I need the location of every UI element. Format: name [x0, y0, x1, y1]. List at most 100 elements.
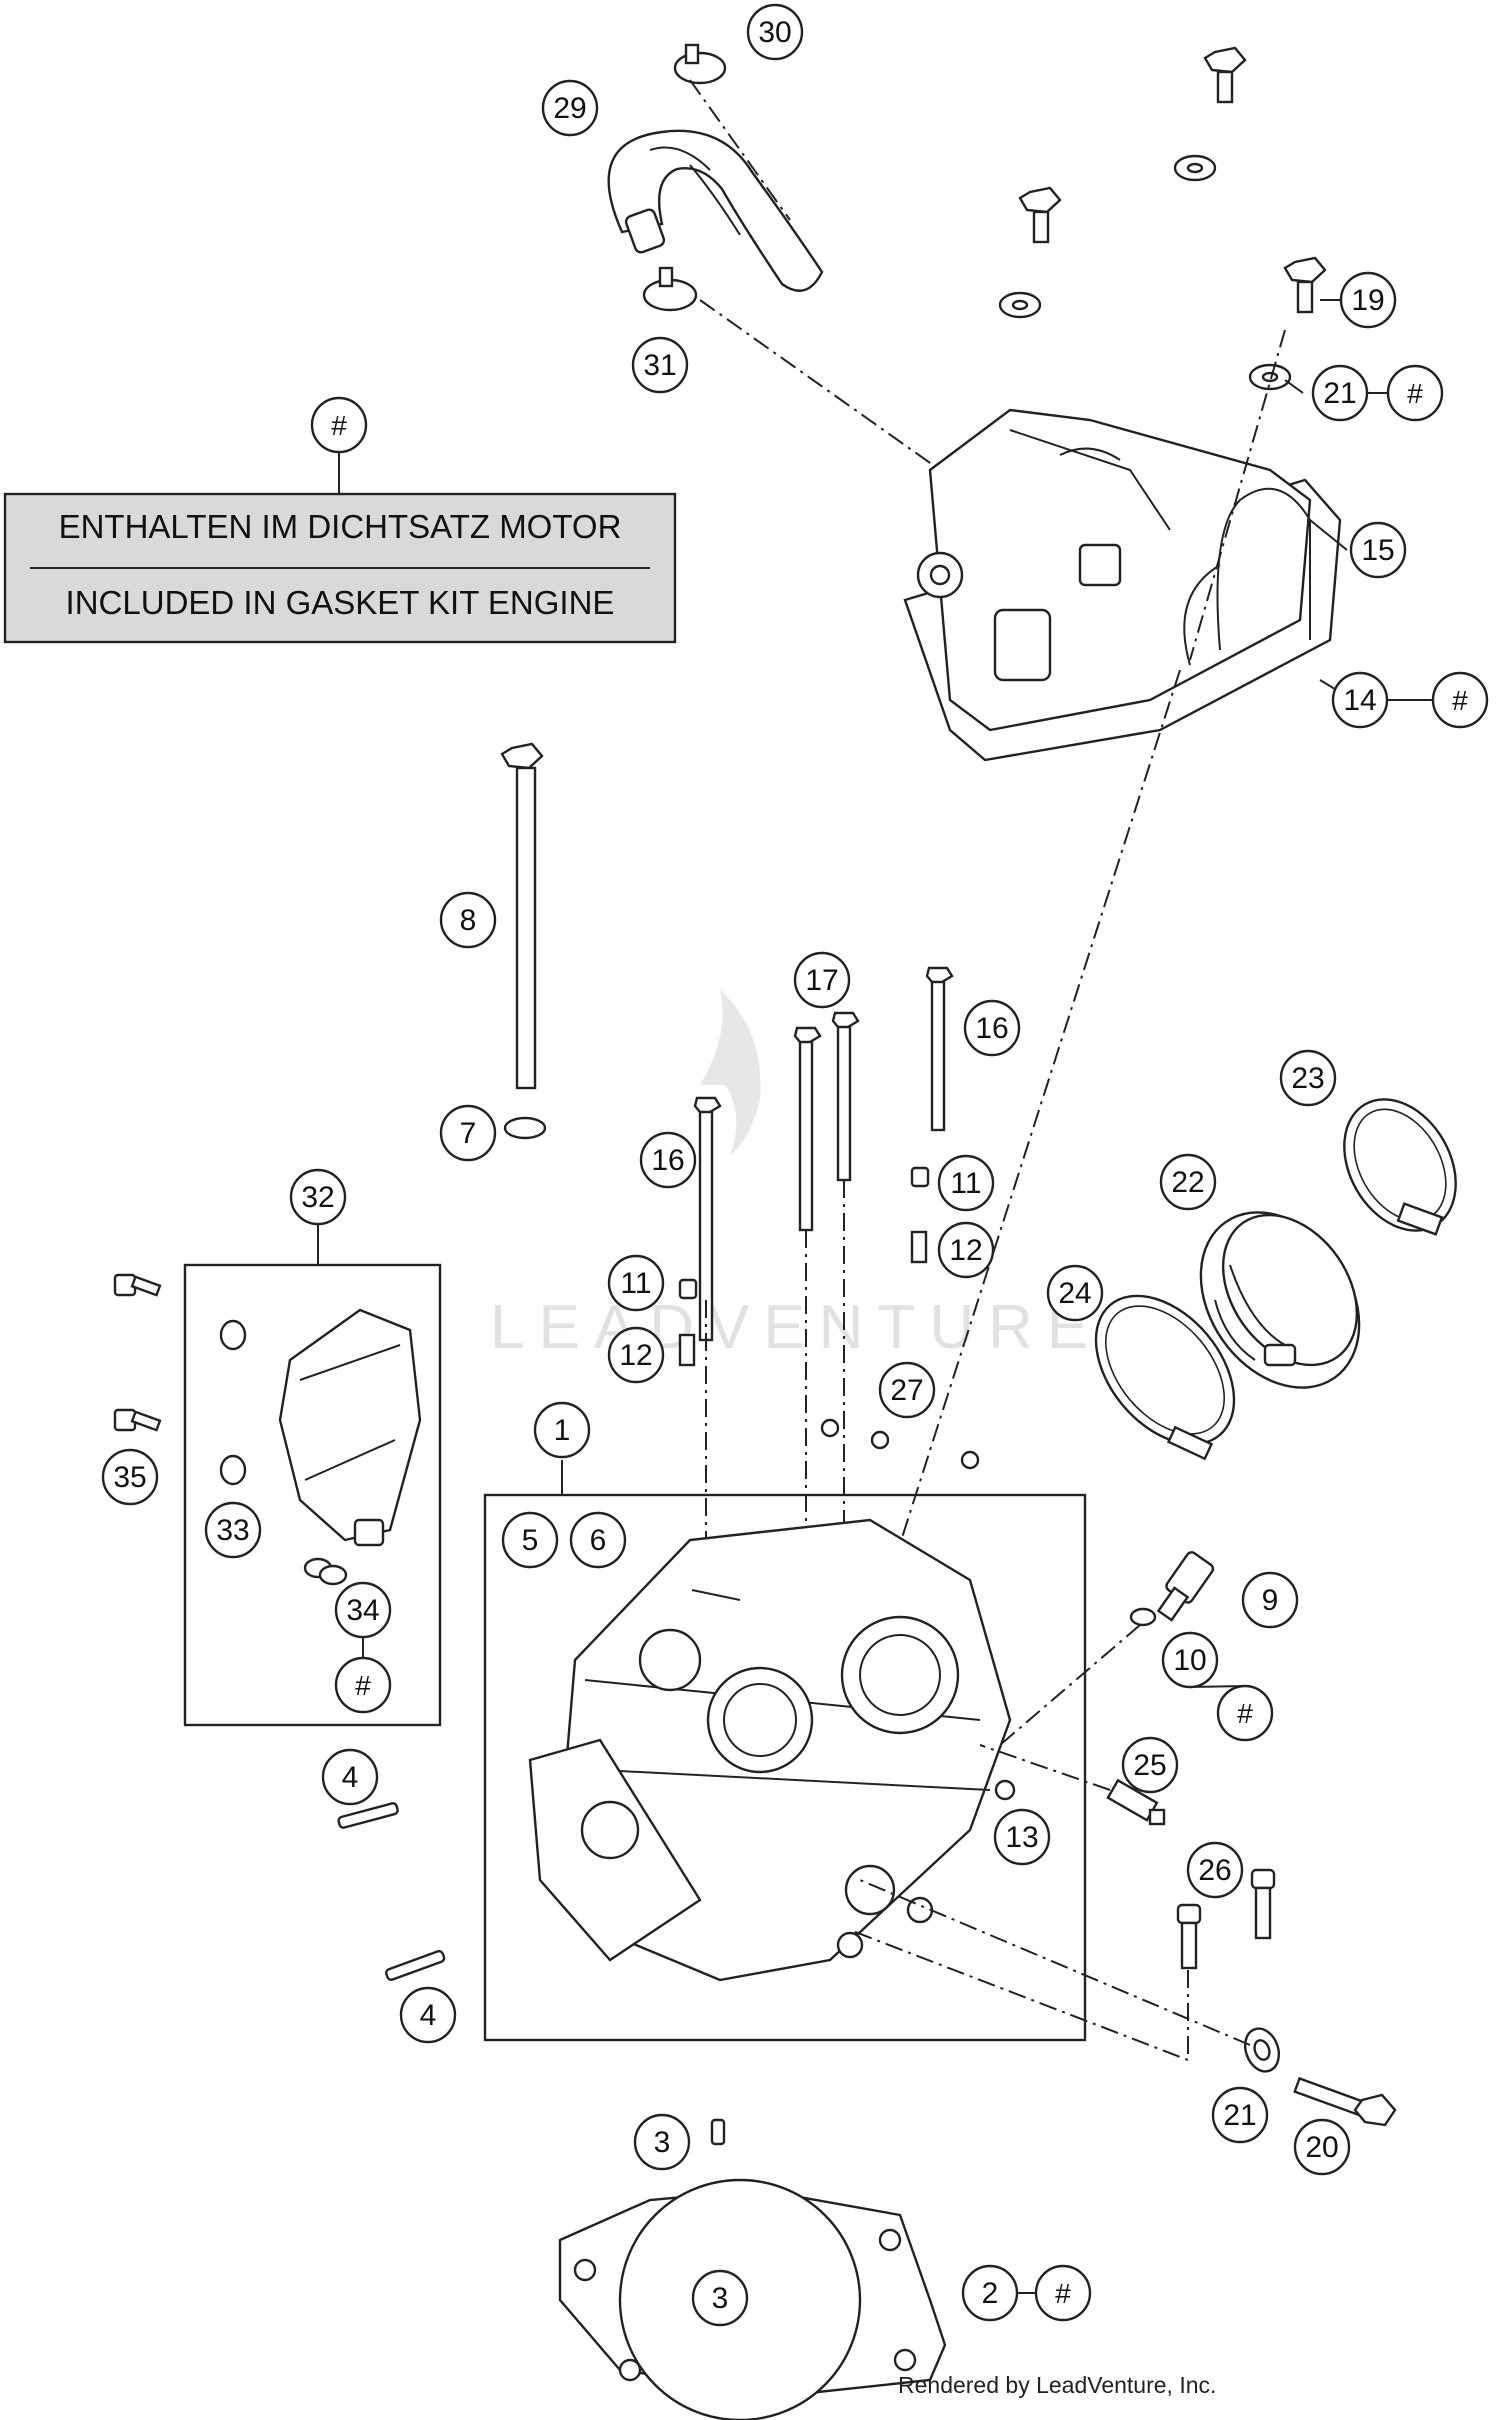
callout-c27-text: 27 — [890, 1374, 923, 1407]
callout-c10-text: 10 — [1173, 1644, 1206, 1677]
callout-c7: 7 — [439, 1104, 497, 1162]
callout-c4b: 4 — [399, 1986, 457, 2044]
callout-c26-circle — [1186, 1841, 1244, 1899]
callout-c35: 35 — [101, 1448, 159, 1506]
callout-c13: 13 — [993, 1808, 1051, 1866]
callout-c25-text: 25 — [1133, 1749, 1166, 1782]
callout-c7-text: 7 — [460, 1117, 477, 1150]
callout-c33: 33 — [204, 1501, 262, 1559]
callout-c21a-hash-circle — [1386, 364, 1444, 422]
intake-clamp-23 — [1343, 1098, 1457, 1236]
callout-c13-text: 13 — [1005, 1821, 1038, 1854]
intake-manifold-22 — [1199, 1211, 1361, 1389]
callout-c22: 22 — [1159, 1153, 1217, 1211]
cylinder-head-assembly-frame — [483, 1493, 1087, 2042]
legend-line-english: INCLUDED IN GASKET KIT ENGINE — [66, 584, 615, 621]
callout-c12a-circle — [937, 1221, 995, 1279]
callout-c26: 26 — [1186, 1841, 1244, 1899]
callout-c31-text: 31 — [643, 349, 676, 382]
bolt-26 — [1176, 1868, 1276, 1970]
callout-c3a-text: 3 — [654, 2126, 671, 2159]
callout-c31-circle — [631, 336, 689, 394]
callout-c11b: 11 — [607, 1254, 665, 1312]
callout-c27: 27 — [878, 1361, 936, 1419]
callout-c16b-text: 16 — [651, 1144, 684, 1177]
callout-c6: 6 — [569, 1511, 627, 1569]
callout-c16a-circle — [963, 999, 1021, 1057]
valve-cover — [903, 408, 1342, 762]
callout-c35-circle — [101, 1448, 159, 1506]
bolt-20 — [1293, 2076, 1397, 2127]
gasket-kit-legend: ENTHALTEN IM DICHTSATZ MOTOR INCLUDED IN… — [3, 452, 677, 644]
callout-c3a-circle — [633, 2113, 691, 2171]
callout-c11b-text: 11 — [620, 1267, 651, 1300]
callout-c14-text: 14 — [1343, 684, 1376, 717]
callout-c32-circle — [289, 1168, 347, 1226]
callout-c15: 15 — [1349, 521, 1407, 579]
callout-c16b: 16 — [639, 1131, 697, 1189]
callout-c21a-hash: # — [1386, 364, 1444, 422]
callout-c34: 34 — [334, 1581, 392, 1639]
breather-hose — [607, 129, 824, 292]
cover-32 — [219, 1308, 422, 1586]
cylinder-head-bolts — [500, 742, 954, 1367]
callout-c7-circle — [439, 1104, 497, 1162]
callout-c34-hash: # — [334, 1656, 392, 1714]
callout-c2: 2 — [961, 2264, 1019, 2322]
callout-c14-hash-text: # — [1452, 685, 1468, 716]
callout-c21b: 21 — [1211, 2086, 1269, 2144]
callout-c25: 25 — [1121, 1736, 1179, 1794]
callout-c14-hash-circle — [1431, 671, 1489, 729]
callout-c33-circle — [204, 1501, 262, 1559]
callout-c29-text: 29 — [553, 92, 586, 125]
small-nuts — [820, 1418, 980, 1470]
callout-c29: 29 — [541, 79, 599, 137]
callout-c9-circle — [1241, 1571, 1299, 1629]
callout-c3b-circle — [691, 2269, 749, 2327]
callout-c8: 8 — [439, 891, 497, 949]
hose-clamp-31 — [642, 266, 698, 312]
callout-c21b-circle — [1211, 2086, 1269, 2144]
callout-c14: 14 — [1331, 671, 1389, 729]
callout-c21b-text: 21 — [1223, 2099, 1256, 2132]
callout-c30: 30 — [746, 3, 804, 61]
callout-c22-circle — [1159, 1153, 1217, 1211]
credit-text: Rendered by LeadVenture, Inc. — [898, 2372, 1216, 2398]
nut-13 — [994, 1779, 1016, 1801]
callout-c11b-circle — [607, 1254, 665, 1312]
callout-c21a-hash-text: # — [1407, 378, 1423, 409]
watermark-flame-icon — [700, 990, 761, 1155]
callout-c12b: 12 — [607, 1326, 665, 1384]
callout-c1-text: 1 — [554, 1414, 571, 1447]
hose-clamp-30 — [673, 43, 727, 85]
callout-c24-circle — [1046, 1264, 1104, 1322]
callout-c4b-circle — [399, 1986, 457, 2044]
watermark-text: LEADVENTURE — [490, 1293, 1102, 1362]
legend-marker-text: # — [331, 410, 347, 441]
callout-c5: 5 — [501, 1511, 559, 1569]
callout-c32-text: 32 — [301, 1181, 334, 1214]
callout-c11a-circle — [937, 1154, 995, 1212]
callout-c9-text: 9 — [1262, 1584, 1279, 1617]
callout-c8-circle — [439, 891, 497, 949]
callout-c13-circle — [993, 1808, 1051, 1866]
valve-cover-screws — [998, 46, 1327, 391]
callout-c2-text: 2 — [982, 2277, 999, 2310]
callout-c21a-text: 21 — [1323, 377, 1356, 410]
callout-c8-text: 8 — [460, 904, 477, 937]
callout-c20-text: 20 — [1305, 2131, 1338, 2164]
callout-layer: 3029311921#1514#871716161112111223222432… — [101, 3, 1489, 2327]
callout-c29-circle — [541, 79, 599, 137]
callout-c20: 20 — [1293, 2118, 1351, 2176]
callout-c2-hash: # — [1034, 2264, 1092, 2322]
callout-c24-text: 24 — [1058, 1277, 1091, 1310]
callout-c6-text: 6 — [590, 1524, 607, 1557]
callout-c1: 1 — [533, 1401, 591, 1459]
callout-c5-circle — [501, 1511, 559, 1569]
callout-c9: 9 — [1241, 1571, 1299, 1629]
callout-c16a-text: 16 — [975, 1012, 1008, 1045]
callout-c31: 31 — [631, 336, 689, 394]
callout-c3b: 3 — [691, 2269, 749, 2327]
callout-c19: 19 — [1339, 271, 1397, 329]
